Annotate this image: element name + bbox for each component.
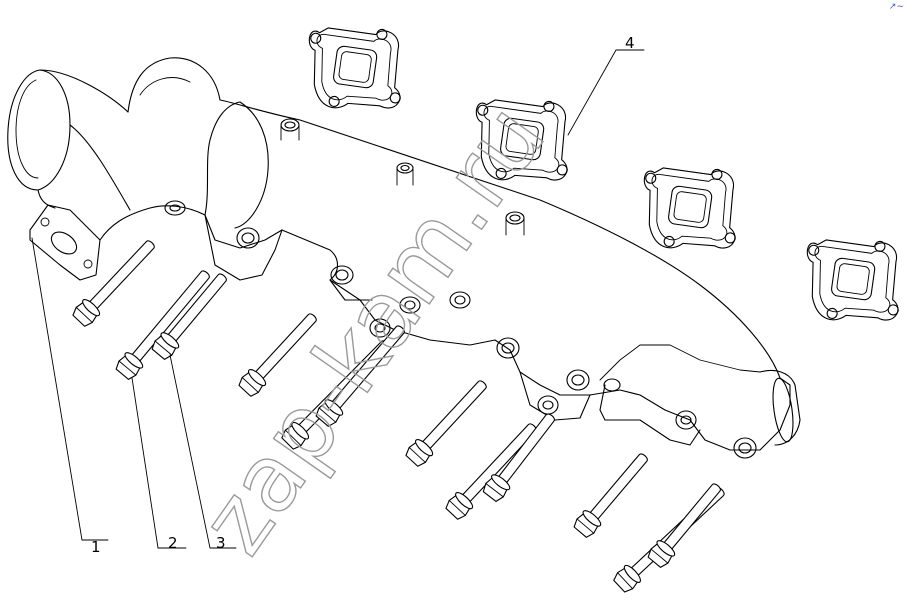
exhaust-gasket [308, 27, 401, 109]
flange-bolt [647, 483, 721, 568]
flange-bolt [405, 380, 487, 467]
corner-mark: ↗∼ [888, 1, 904, 11]
callout-label-3: 3 [216, 534, 226, 552]
flange-bolt [573, 453, 648, 538]
callout-4: 4 [567, 34, 645, 136]
callout-2: 2 [131, 377, 187, 552]
exhaust-gasket [643, 167, 736, 249]
flange-bolt [72, 240, 155, 327]
exhaust-gasket [806, 239, 899, 321]
callout-label-1: 1 [91, 538, 101, 556]
bolt-group [72, 240, 725, 593]
flange-bolt [151, 273, 227, 360]
exhaust-manifold[interactable] [7, 57, 801, 459]
gasket-group [308, 27, 899, 321]
watermark: zap-kam.ru [180, 86, 566, 573]
callout-1: 1 [31, 237, 109, 556]
flange-bolt [115, 270, 210, 380]
callout-3: 3 [169, 354, 237, 552]
callout-label-4: 4 [625, 34, 635, 52]
flange-bolt [482, 413, 555, 502]
flange-bolt [238, 313, 317, 397]
port-hole [164, 200, 757, 459]
callout-label-2: 2 [168, 534, 178, 552]
stud-boss [280, 118, 525, 236]
flange-bolt [445, 423, 537, 520]
exhaust-gasket [475, 99, 568, 181]
flange-bolt [315, 325, 405, 427]
